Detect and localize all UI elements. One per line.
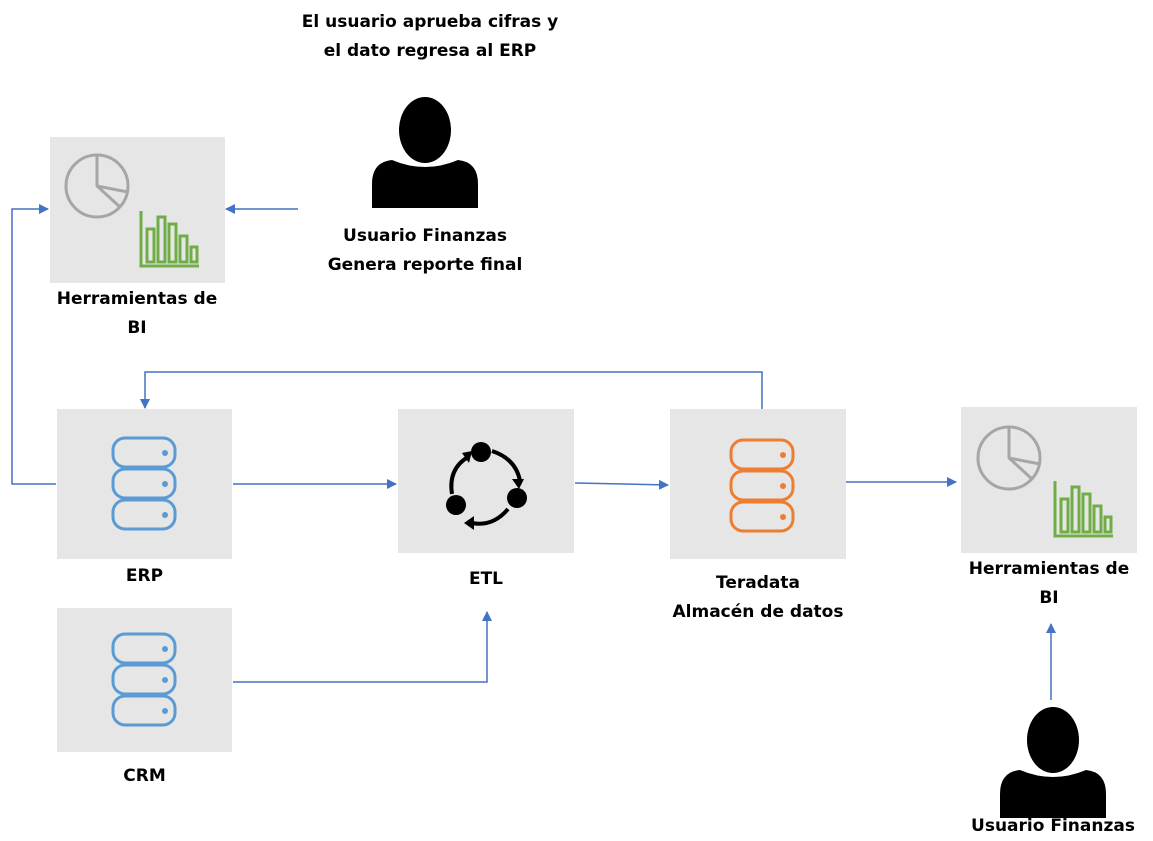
database-icon [729, 438, 795, 533]
user-label-line1: Usuario Finanzas [343, 226, 507, 246]
bi-tools-node-right [961, 407, 1137, 553]
user-note-top: El usuario aprueba cifras y el dato regr… [230, 8, 630, 66]
arrow-teradata-to-erp [140, 371, 763, 410]
etl-label: ETL [468, 569, 504, 589]
bar-chart-icon [139, 211, 199, 268]
bi-tools-label-line1: Herramientas de [968, 559, 1130, 579]
arrow-erp-to-bi [11, 204, 56, 485]
user-note-line2: el dato regresa al ERP [323, 41, 537, 61]
erp-label: ERP [125, 566, 164, 586]
bi-tools-label-right: Herramientas de BI [949, 555, 1149, 613]
cycle-icon [446, 442, 527, 530]
teradata-label-line2: Almacén de datos [672, 602, 844, 622]
person-icon-top [372, 97, 478, 208]
user-label-line2: Genera reporte final [327, 255, 523, 275]
person-icon-bottom [1000, 707, 1106, 818]
arrow-crm-to-etl [233, 611, 492, 683]
user-label-top: Usuario Finanzas Genera reporte final [325, 222, 525, 280]
bar-chart-icon [1053, 481, 1113, 538]
pie-chart-icon [976, 425, 1042, 491]
teradata-label: Teradata Almacén de datos [658, 569, 858, 627]
bi-tools-label-top: Herramientas de BI [37, 285, 237, 343]
user-label-bottom: Usuario Finanzas [971, 816, 1135, 836]
bi-tools-label-line1: Herramientas de [56, 289, 218, 309]
pie-chart-icon [64, 153, 130, 219]
teradata-label-line1: Teradata [716, 573, 800, 593]
teradata-node [670, 409, 846, 559]
arrow-etl-to-teradata [574, 479, 669, 490]
etl-node [398, 409, 574, 553]
crm-label: CRM [123, 766, 166, 786]
bi-tools-label-line2: BI [1039, 588, 1059, 608]
database-icon [111, 436, 177, 531]
bi-tools-label-line2: BI [127, 318, 147, 338]
bi-tools-node-top [50, 137, 225, 283]
database-icon [111, 632, 177, 727]
user-note-line1: El usuario aprueba cifras y [301, 12, 559, 32]
erp-node [57, 409, 232, 559]
crm-node [57, 608, 232, 752]
